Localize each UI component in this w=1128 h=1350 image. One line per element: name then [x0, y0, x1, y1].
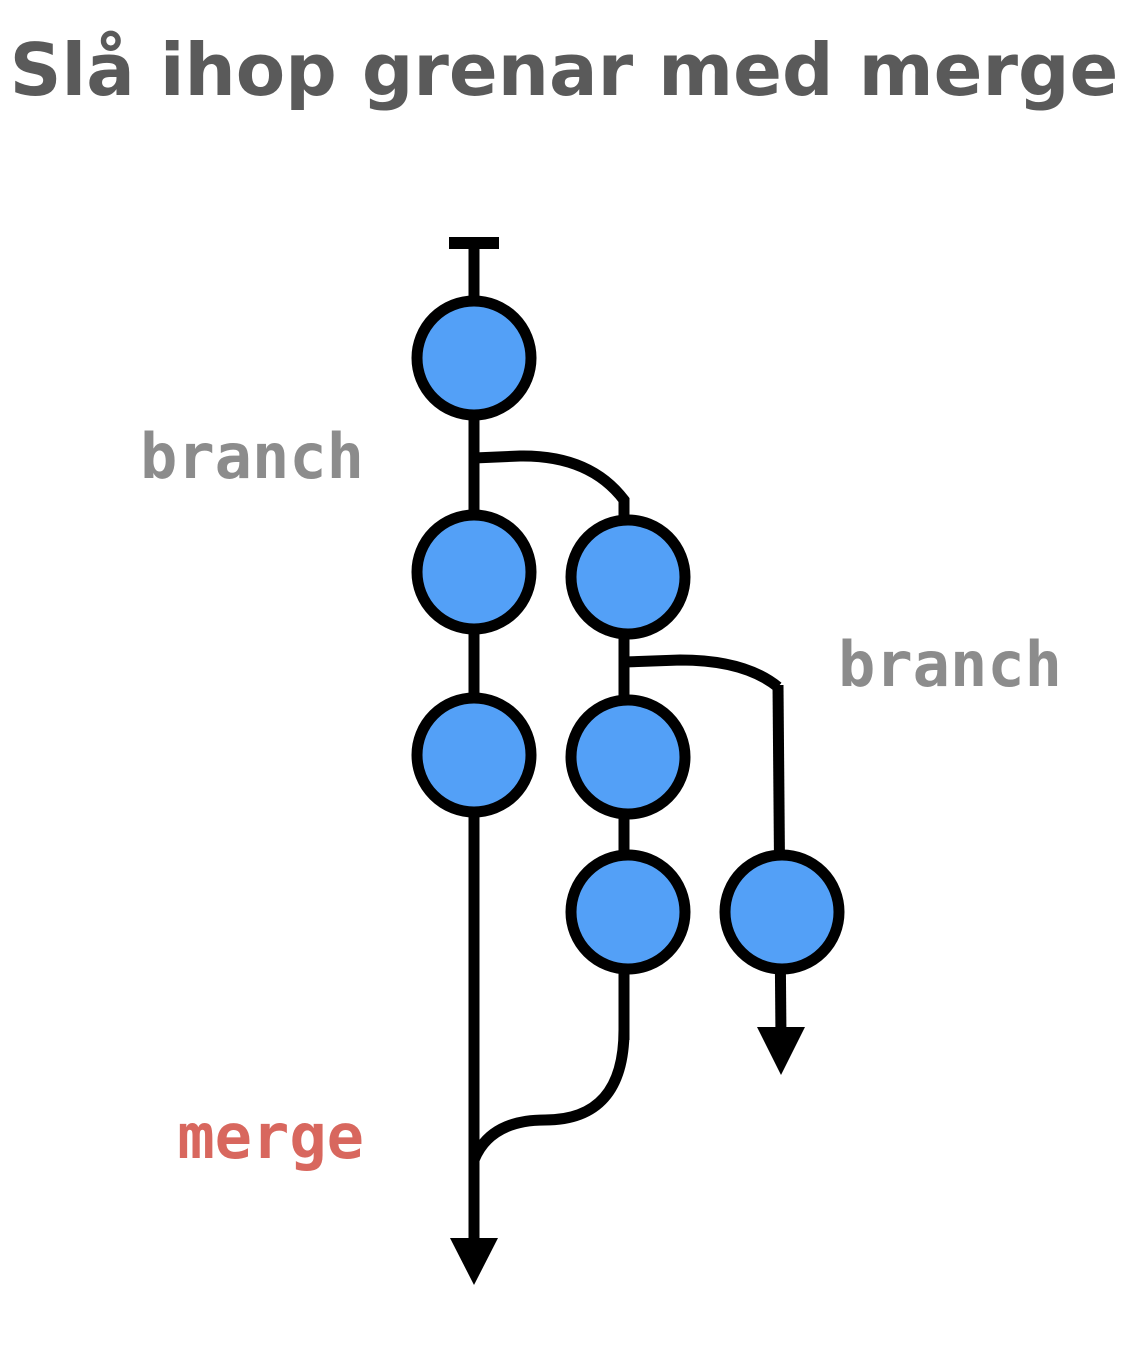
- merge-label: merge: [177, 1100, 364, 1173]
- branch-label: branch: [838, 628, 1062, 701]
- main-line-arrowhead: [450, 1238, 498, 1285]
- merge-curve: [468, 1029, 630, 1163]
- branch-2-arrowhead: [757, 1027, 805, 1075]
- branch-1-curve: [473, 450, 630, 520]
- branch-label: branch: [140, 420, 364, 493]
- branch-2-curve: [623, 654, 782, 692]
- page-title: Slå ihop grenar med merge: [9, 28, 1119, 112]
- commit-node: [565, 514, 691, 640]
- commit-node: [411, 295, 537, 421]
- commit-node: [565, 849, 691, 975]
- commit-node: [411, 509, 537, 635]
- commit-node: [565, 694, 691, 820]
- commit-node: [411, 692, 537, 818]
- commit-node: [719, 849, 845, 975]
